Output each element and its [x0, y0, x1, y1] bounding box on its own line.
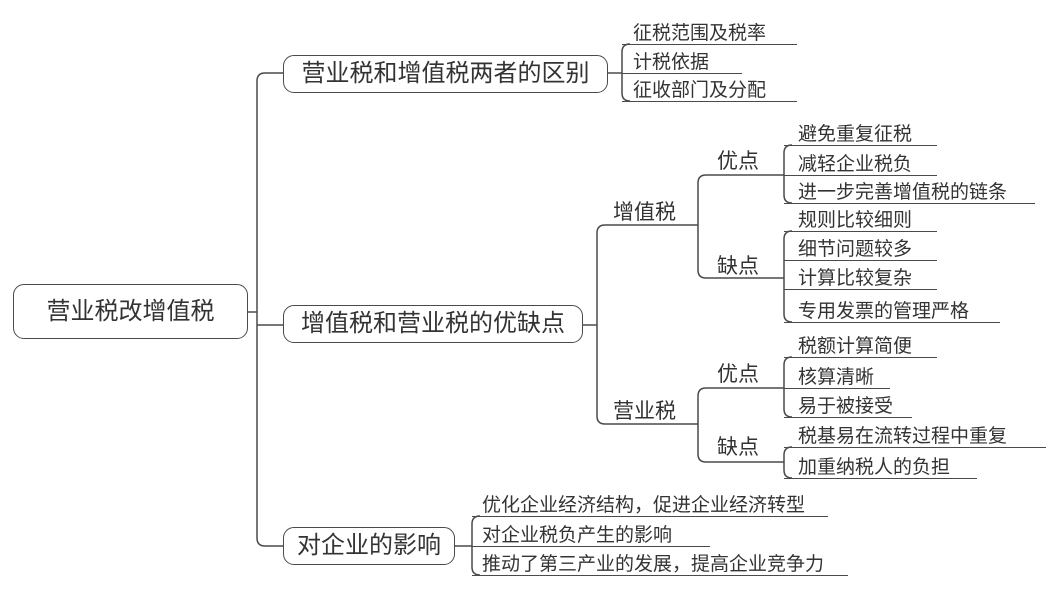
leaf-business-con-heavier-burden: 加重纳税人的负担	[784, 457, 977, 479]
node-business-cons: 缺点	[717, 435, 759, 459]
leaf-vat-con-detailed-rules: 规则比较细则	[784, 210, 937, 232]
node-branch-differences: 营业税和增值税两者的区别	[283, 55, 608, 93]
leaf-vat-pro-avoid-double-tax: 避免重复征税	[784, 124, 937, 146]
trunk-line	[256, 72, 283, 547]
leaf-vat-con-complex-calc: 计算比较复杂	[784, 268, 937, 290]
leaf-business-con-tax-base-repeat: 税基易在流转过程中重复	[784, 426, 1046, 448]
leaf-vat-pro-reduce-burden: 减轻企业税负	[784, 154, 937, 176]
node-vat-pros: 优点	[717, 149, 759, 173]
leaf-business-pro-simple-calc: 税额计算简便	[784, 336, 937, 358]
leaf-impact-optimize-structure: 优化企业经济结构，促进企业经济转型	[472, 495, 828, 517]
leaf-collection-department: 征收部门及分配	[622, 80, 797, 102]
leaf-vat-con-strict-invoice: 专用发票的管理严格	[784, 301, 1000, 323]
node-vat-cons: 缺点	[717, 254, 759, 278]
node-root-label: 营业税改增值税	[46, 298, 215, 325]
leaf-impact-third-industry: 推动了第三产业的发展，提高企业竞争力	[472, 554, 848, 576]
leaf-business-pro-clear-accounting: 核算清晰	[784, 367, 890, 389]
branch-differences-label: 营业税和增值税两者的区别	[301, 61, 590, 87]
branch-impact-label: 对企业的影响	[297, 533, 441, 559]
business-pros-cons-fork	[697, 387, 784, 463]
branch-pros-cons-label: 增值税和营业税的优缺点	[301, 311, 565, 337]
leaf-tax-scope-rate: 征税范围及税率	[622, 23, 797, 45]
node-vat: 增值税	[613, 200, 676, 224]
node-business-tax: 营业税	[613, 399, 676, 423]
leaf-business-pro-easy-accept: 易于被接受	[784, 396, 912, 418]
vat-pros-cons-fork	[697, 174, 784, 279]
vat-business-fork	[596, 224, 698, 425]
leaf-vat-con-many-details: 细节问题较多	[784, 239, 937, 261]
node-business-pros: 优点	[717, 362, 759, 386]
leaf-impact-tax-burden: 对企业税负产生的影响	[472, 525, 710, 547]
node-root: 营业税改增值税	[13, 284, 248, 339]
leaf-vat-pro-improve-chain: 进一步完善增值税的链条	[784, 182, 1035, 204]
leaf-tax-basis: 计税依据	[622, 52, 742, 74]
node-branch-impact: 对企业的影响	[283, 527, 455, 565]
node-branch-pros-cons: 增值税和营业税的优缺点	[283, 305, 583, 343]
